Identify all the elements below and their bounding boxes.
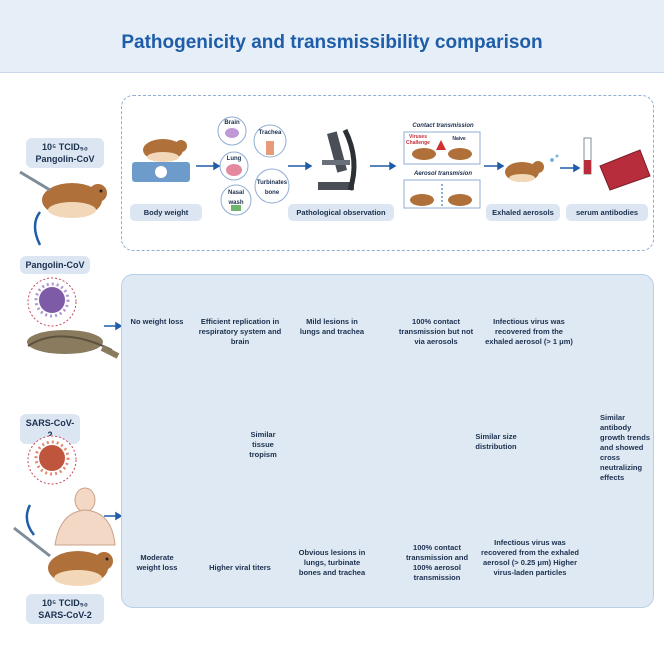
pangolin-dose: 10⁵ TCID₅₀: [42, 142, 88, 152]
microscope-icon: [318, 128, 357, 191]
pangolin-replication: Efficient replication in respiratory sys…: [198, 317, 282, 346]
organ-brain: Brain: [224, 120, 240, 126]
curved-arrow-down-icon: [25, 504, 35, 536]
pangolin-icon: [27, 330, 120, 359]
page-title: Pathogenicity and transmissibility compa…: [121, 32, 543, 53]
sars-dose: 10⁵ TCID₅₀: [42, 598, 88, 608]
pangolin-transmission: 100% contact transmission but not via ae…: [398, 317, 474, 346]
sars-lesions: Obvious lesions in lungs, turbinate bone…: [298, 548, 366, 577]
step-pathological-observation: Pathological observation: [288, 204, 394, 221]
step-exhaled-aerosols: Exhaled aerosols: [486, 204, 560, 221]
comparison-panel: [121, 274, 654, 608]
elisa-plate-icon: [583, 137, 651, 191]
pangolin-weight: No weight loss: [130, 317, 184, 326]
sars-aerosol: Infectious virus was recovered from the …: [481, 538, 579, 577]
transmission-boxes: [403, 131, 481, 209]
sars-virus-icon: [27, 435, 77, 485]
human-icon: [54, 487, 116, 546]
organ-trachea: Trachea: [258, 130, 282, 136]
pangolin-label: Pangolin-CoV: [20, 256, 90, 274]
experiment-panel: [121, 95, 654, 251]
similar-tissue-tropism: Similar tissue tropism: [249, 430, 277, 459]
organ-nasal-wash: Nasal wash: [227, 190, 244, 206]
pangolin-lesions: Mild lesions in lungs and trachea: [299, 317, 365, 336]
row-arrows: [104, 321, 123, 521]
contact-transmission-title: Contact transmission: [412, 123, 474, 129]
top-flow-arrows: [196, 161, 581, 173]
organ-circles: [217, 116, 290, 216]
aerosol-transmission-title: Aerosol transmision: [413, 171, 472, 177]
organ-lung: Lung: [226, 156, 242, 162]
aerosol-hamster-icon: [505, 154, 559, 182]
sars-dose-badge: 10⁵ TCID₅₀ SARS-CoV-2: [26, 594, 104, 624]
hamster-icon: [19, 170, 107, 218]
naive-label: Naive: [452, 136, 466, 142]
pangolin-aerosol: Infectious virus was recovered from the …: [485, 317, 573, 346]
hamster-bottom-icon: [13, 526, 113, 586]
pangolin-virus-icon: [27, 277, 77, 327]
similar-antibody: Similar antibody growth trends and showe…: [600, 413, 650, 482]
scale-hamster-icon: [132, 139, 190, 182]
curved-arrow-up-icon: [33, 211, 42, 246]
pangolin-dose-virus: Pangolin-CoV: [35, 154, 95, 164]
sars-weight: Moderate weight loss: [136, 553, 178, 572]
pangolin-dose-badge: 10⁵ TCID₅₀ Pangolin-CoV: [26, 138, 104, 168]
sars-dose-virus: SARS-CoV-2: [38, 610, 92, 620]
virus-challenge-label: Viruses Challenge: [406, 134, 430, 146]
sars-titers: Higher viral titers: [209, 563, 271, 572]
sars-transmission: 100% contact transmission and 100% aeros…: [405, 543, 469, 582]
similar-size-distribution: Similar size distribution: [475, 432, 517, 451]
step-serum-antibodies: serum antibodies: [566, 204, 648, 221]
step-body-weight: Body weight: [130, 204, 202, 221]
organ-turbinates: Turbinates bone: [256, 180, 288, 196]
header-band: [0, 0, 664, 73]
